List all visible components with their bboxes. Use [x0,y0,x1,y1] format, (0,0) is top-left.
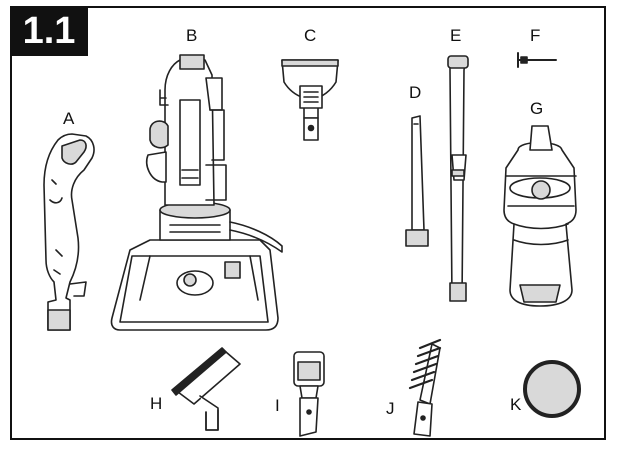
label-b: B [186,26,198,45]
label-k: K [510,395,522,414]
part-d-crevice-tool [405,115,429,247]
section-badge: 1.1 [10,6,88,56]
part-k-filter [523,360,581,418]
label-i: I [275,396,280,415]
part-j-dusting-brush [408,338,442,437]
part-b-vacuum [110,54,283,331]
label-a: A [63,109,75,128]
label-j: J [386,399,395,418]
label-g: G [530,99,544,118]
part-f-pin [517,52,557,68]
label-f: F [530,26,541,45]
diagram-frame [10,6,606,440]
label-e: E [450,26,462,45]
part-a-handle [43,133,95,331]
label-c: C [304,26,317,45]
label-h: H [150,394,163,413]
part-e-wand [447,55,469,302]
part-g-dust-cup [503,125,577,307]
part-c-tool [281,59,339,141]
part-h-upholstery-tool [171,347,241,431]
part-i-brush-tool [293,351,325,437]
label-d: D [409,83,422,102]
